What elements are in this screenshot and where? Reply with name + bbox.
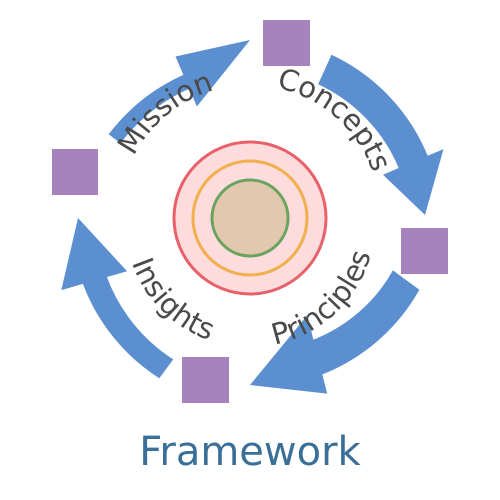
diagram-title: Framework (139, 429, 361, 475)
label-mission: Mission (110, 64, 216, 160)
cycle-arrow-bottom-left (61, 218, 174, 379)
node-square-bottom (182, 357, 229, 403)
cycle-arrow-top-left (108, 40, 250, 144)
node-square-left (52, 149, 98, 195)
node-square-right (401, 228, 448, 274)
cycle-arrow-top-right (318, 54, 444, 216)
inner-ring (210, 178, 290, 258)
middle-ring (191, 159, 309, 277)
cycle-arrow-bottom-right (250, 270, 420, 394)
node-square-top (263, 20, 310, 66)
